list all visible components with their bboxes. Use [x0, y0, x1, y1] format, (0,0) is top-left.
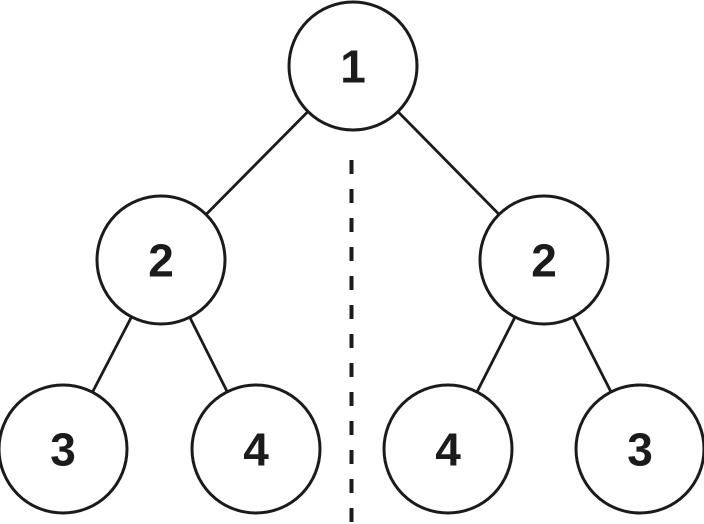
- tree-node-root: [287, 0, 419, 132]
- tree-node-label-right-right-3: 3: [627, 424, 653, 476]
- tree-node-right-left-4: [382, 383, 514, 515]
- tree-node-left-right-4: [190, 383, 322, 515]
- tree-node-label-right-2: 2: [531, 235, 557, 287]
- tree-node-right-2: [478, 194, 610, 326]
- tree-node-label-left-right-4: 4: [243, 424, 269, 476]
- tree-node-right-right-3: [574, 383, 704, 515]
- tree-node-label-left-2: 2: [148, 235, 174, 287]
- tree-node-left-2: [95, 194, 227, 326]
- tree-node-left-left-3: [0, 383, 129, 515]
- tree-node-label-left-left-3: 3: [50, 424, 76, 476]
- tree-node-label-root: 1: [340, 41, 366, 93]
- tree-node-label-right-left-4: 4: [435, 424, 461, 476]
